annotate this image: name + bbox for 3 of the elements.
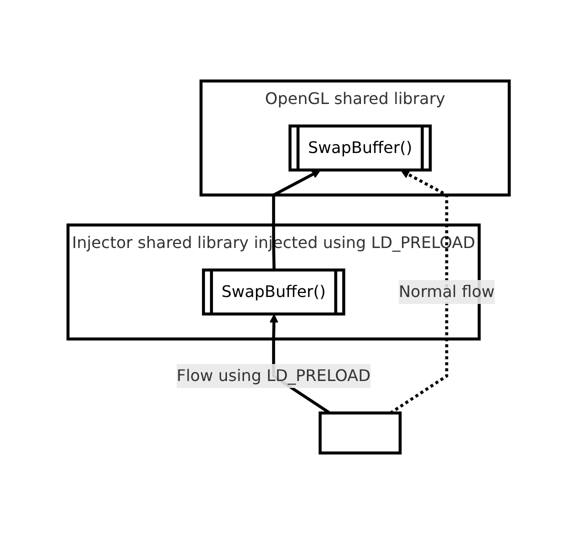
edge-label: Flow using LD_PRELOAD xyxy=(176,366,370,385)
node-box xyxy=(318,411,402,454)
edge-label: Normal flow xyxy=(398,282,495,301)
